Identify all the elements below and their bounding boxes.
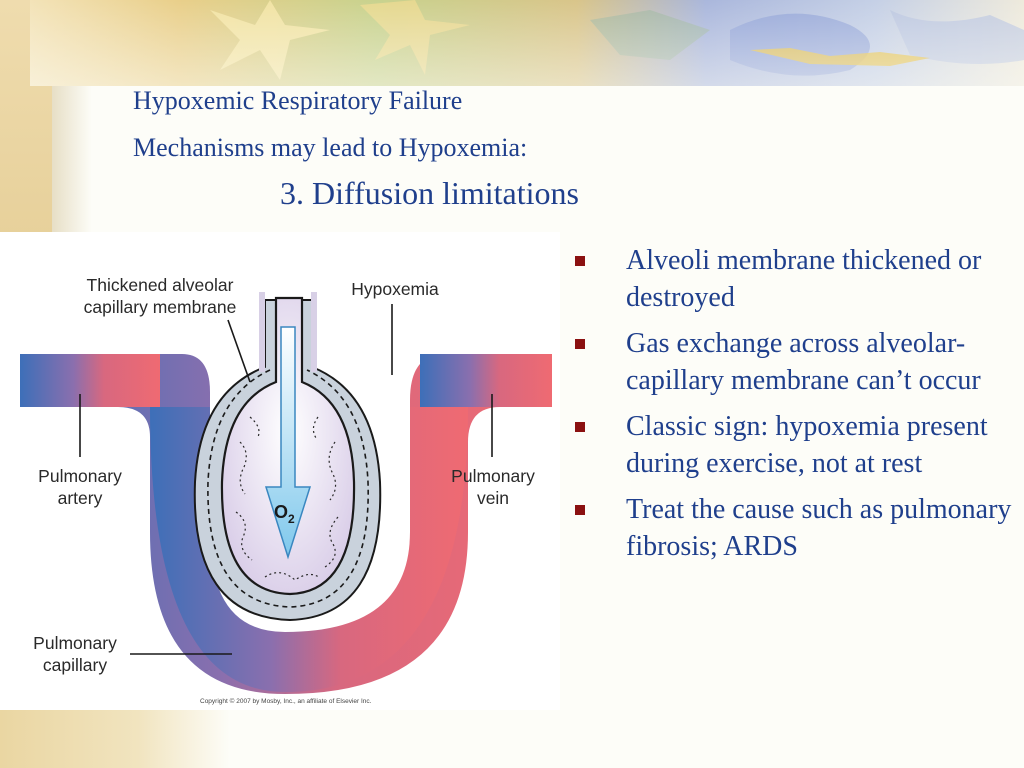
decorative-top-banner xyxy=(30,0,1024,86)
bullet-text: Alveoli membrane thickened or destroyed xyxy=(626,245,982,313)
figure-copyright: Copyright © 2007 by Mosby, Inc., an affi… xyxy=(200,698,372,705)
label-pulmonary-capillary: Pulmonary capillary xyxy=(33,633,117,675)
alveolus-diagram: O2 Thickened alveolar capillary membrane… xyxy=(0,232,560,710)
bullet-item: Treat the cause such as pulmonary fibros… xyxy=(572,491,1012,565)
bullet-text: Gas exchange across alveolar-capillary m… xyxy=(626,328,981,396)
square-bullet-icon xyxy=(575,256,585,266)
slide-title: Hypoxemic Respiratory Failure xyxy=(133,86,463,115)
label-thickened-membrane: Thickened alveolar capillary membrane xyxy=(83,275,237,317)
square-bullet-icon xyxy=(575,505,585,515)
bullet-item: Gas exchange across alveolar-capillary m… xyxy=(572,325,1012,399)
alveolus-illustration: O2 xyxy=(20,292,552,694)
square-bullet-icon xyxy=(575,422,585,432)
decorative-bottom-strip xyxy=(0,708,230,768)
bullet-item: Alveoli membrane thickened or destroyed xyxy=(572,242,1012,316)
bullet-text: Classic sign: hypoxemia present during e… xyxy=(626,411,988,479)
label-pulmonary-artery: Pulmonary artery xyxy=(38,466,122,508)
oxygen-arrow xyxy=(264,326,312,560)
square-bullet-icon xyxy=(575,339,585,349)
label-pulmonary-vein: Pulmonary vein xyxy=(451,466,535,508)
leader-thickened xyxy=(227,319,251,383)
o2-label: O2 xyxy=(274,502,295,526)
slide-subtitle: Mechanisms may lead to Hypoxemia: xyxy=(133,133,528,162)
slide-heading: 3. Diffusion limitations xyxy=(280,175,579,211)
bullet-item: Classic sign: hypoxemia present during e… xyxy=(572,408,1012,482)
bullet-text: Treat the cause such as pulmonary fibros… xyxy=(626,494,1012,562)
bullet-list: Alveoli membrane thickened or destroyed … xyxy=(572,242,1012,574)
label-hypoxemia: Hypoxemia xyxy=(351,279,439,299)
